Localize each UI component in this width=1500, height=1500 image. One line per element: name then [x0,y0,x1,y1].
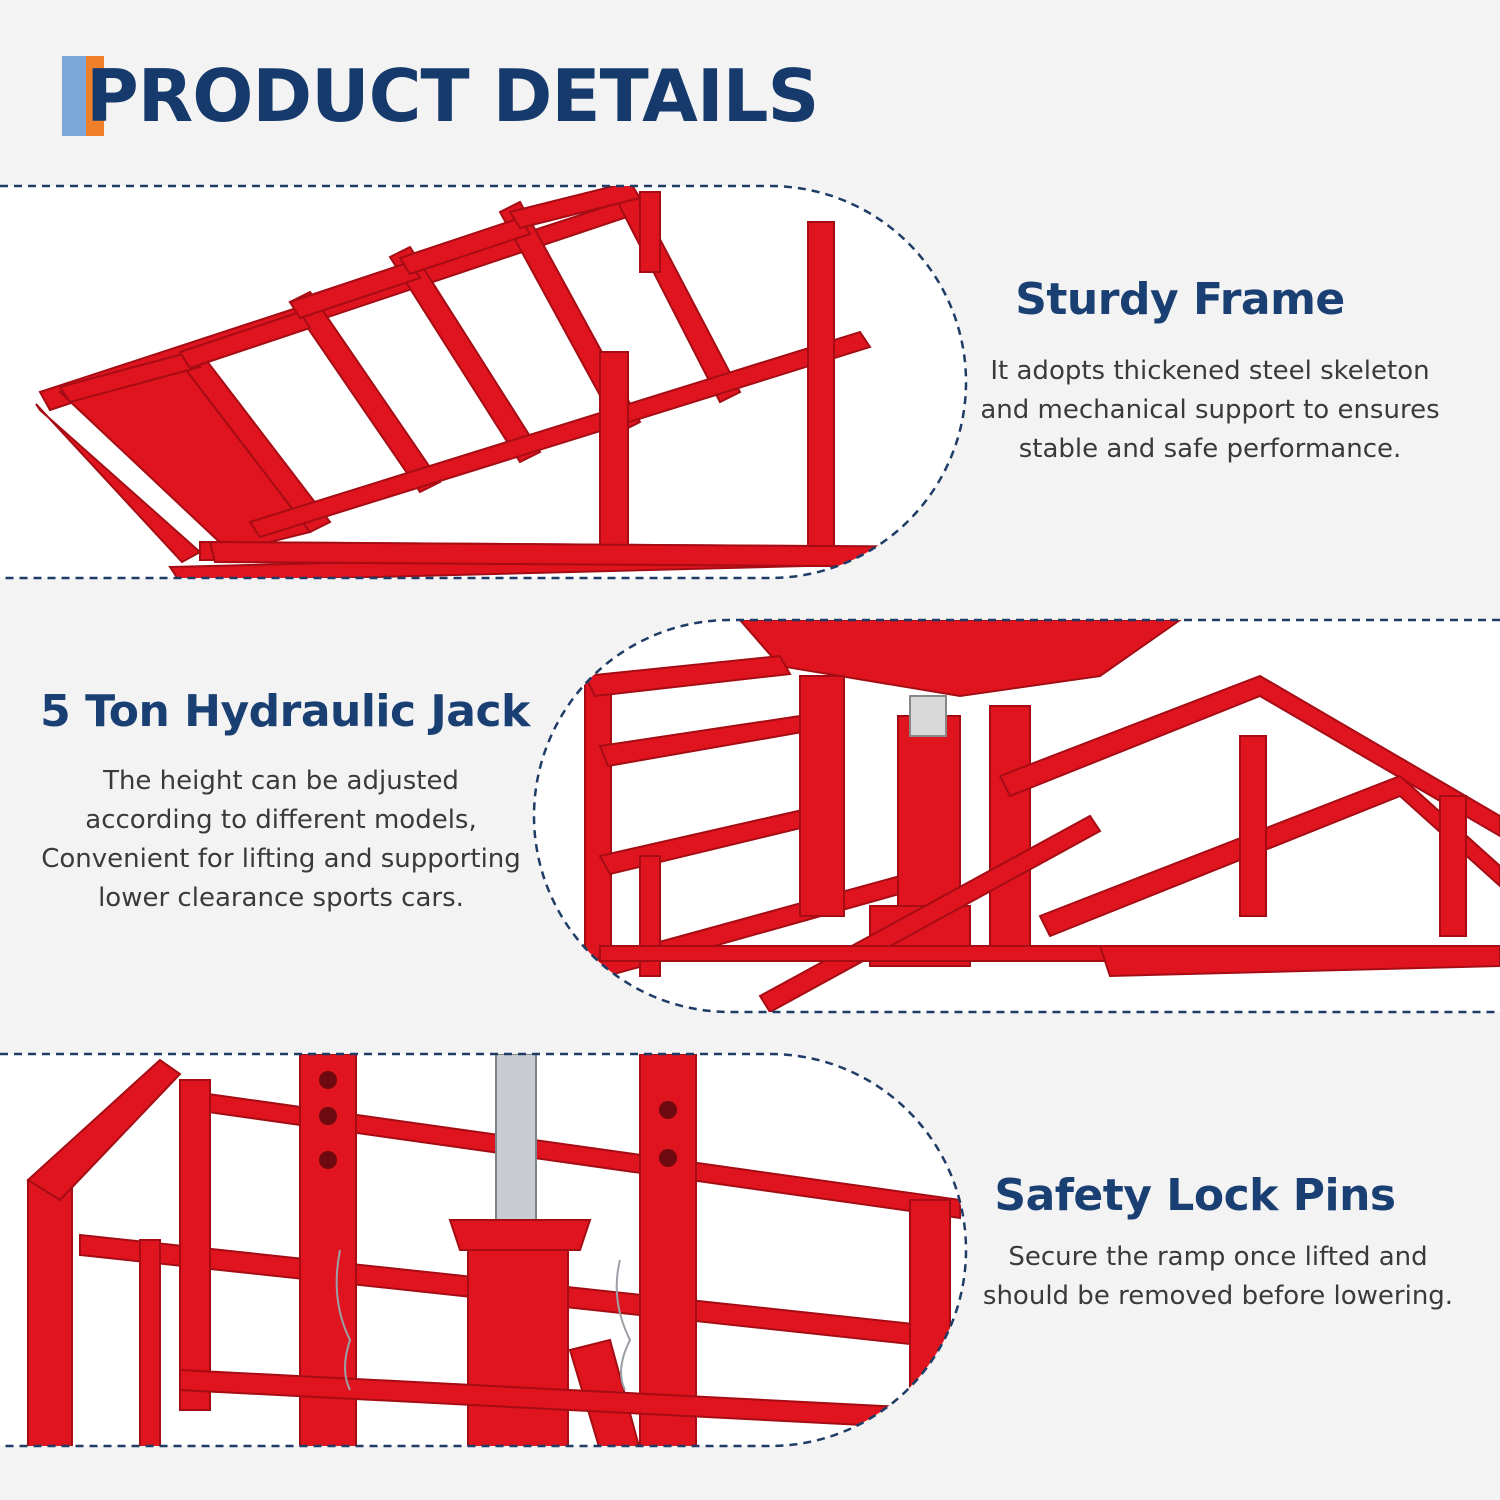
feature-title-hydraulic-jack: 5 Ton Hydraulic Jack [40,686,530,737]
feature-panel-sturdy-frame: Sturdy Frame It adopts thickened steel s… [0,182,1500,582]
feature-title-sturdy-frame: Sturdy Frame [1015,274,1345,325]
ramp-frame-image [0,184,968,580]
feature-title-safety-lock-pins: Safety Lock Pins [994,1170,1396,1221]
safety-lock-pins-image [0,1052,968,1448]
hydraulic-jack-image [532,618,1500,1014]
page-title: PRODUCT DETAILS [86,54,819,138]
feature-desc-safety-lock-pins: Secure the ramp once lifted and should b… [982,1242,1454,1311]
feature-desc-sturdy-frame: It adopts thickened steel skeleton and m… [980,356,1440,464]
feature-panel-safety-lock-pins: Safety Lock Pins Secure the ramp once li… [0,1050,1500,1450]
header-accent-orange [86,56,104,136]
feature-panel-hydraulic-jack: 5 Ton Hydraulic Jack The height can be a… [0,616,1500,1016]
feature-desc-hydraulic-jack: The height can be adjusted according to … [41,766,521,913]
